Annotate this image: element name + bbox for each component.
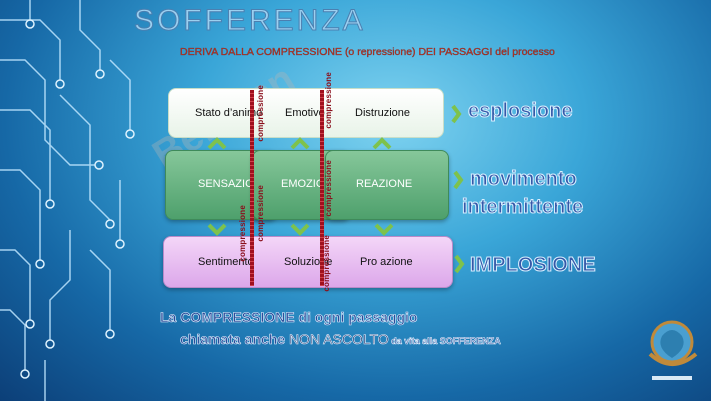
row-1-label-1: Stato d’animo [195, 107, 263, 119]
compression-bar [250, 90, 254, 286]
compression-label: compressione [256, 85, 265, 142]
side-label-movimento: movimento [470, 168, 578, 191]
compression-label: compressione [324, 72, 333, 129]
slide-title: SOFFERENZA [134, 4, 366, 38]
compression-label: compressione [256, 185, 265, 242]
side-label-implosione: IMPLOSIONE [470, 254, 597, 277]
compression-label: compressione [322, 235, 331, 292]
row-2-label-3: REAZIONE [356, 178, 413, 190]
chevron-right-icon [451, 104, 462, 124]
circuit-decoration [0, 0, 135, 401]
side-label-intermittente: intermittente [461, 196, 584, 219]
chevron-right-icon [454, 254, 465, 274]
row-3-label-3: Pro azione [360, 256, 413, 268]
chevron-down-icon [374, 223, 394, 236]
chevron-down-icon [290, 223, 310, 236]
chevron-down-icon [207, 223, 227, 236]
footer-line-2: chiamata anche NON ASCOLTO da vita alla … [180, 331, 501, 348]
footer-text-a: chiamata anche [180, 331, 289, 348]
row-2-box-3: REAZIONE [325, 150, 449, 220]
row-1-label-3: Distruzione [355, 107, 411, 119]
chevron-up-icon [372, 137, 392, 150]
logo-icon [648, 320, 698, 380]
chevron-up-icon [290, 137, 310, 150]
chevron-right-icon [453, 170, 464, 190]
row-1-label-2: Emotivo [285, 107, 325, 119]
row-3-label-1: Sentimento [198, 256, 254, 268]
row-3-box: Sentimento Soluzione Pro azione [163, 236, 453, 288]
slide-subtitle: DERIVA DALLA COMPRESSIONE (o repressione… [180, 46, 555, 58]
compression-label: compressione [238, 205, 247, 262]
compression-label: compressione [324, 160, 333, 217]
chevron-up-icon [207, 137, 227, 150]
footer-text-b: NON ASCOLTO [288, 331, 389, 348]
side-label-esplosione: esplosione [467, 100, 573, 123]
footer-line-1: La COMPRESSIONE di ogni passaggio [160, 309, 418, 326]
compression-bar [320, 90, 324, 286]
row-1-box: Stato d’animo Emotivo Distruzione [168, 88, 444, 138]
footer-text-c: da vita alla SOFFERENZA [388, 336, 501, 347]
